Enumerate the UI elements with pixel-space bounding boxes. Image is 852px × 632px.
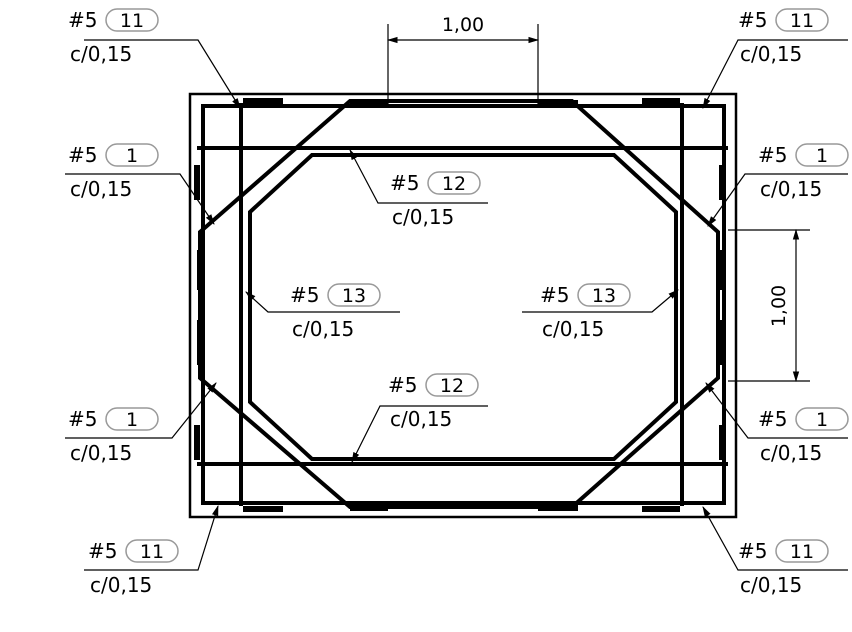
bar-size-label: #5 [390,171,419,195]
leader-line [702,39,848,109]
dimension-horizontal: 1,00 [386,14,540,104]
leader-line [245,291,400,313]
leader-line [702,506,848,571]
callout-right-lower: #5 1 c/0,15 [705,382,849,465]
bar-mark-pill [427,171,481,195]
bar-mark-pill [577,283,631,307]
bar-mark-pill [775,539,829,563]
dimension-vertical: 1,00 [728,228,810,383]
callout-inner-bottom: #5 12 c/0,15 [351,373,488,463]
bar-mark-number: 11 [140,541,164,563]
spacing-label: c/0,15 [70,42,132,66]
bar-size-label: #5 [68,8,97,32]
lap-splice-marks [194,98,725,512]
dimension-horizontal-text: 1,00 [442,14,484,36]
bar-mark-number: 12 [442,173,466,195]
bar-size-label: #5 [738,8,767,32]
bar-mark-pill [105,8,159,32]
callout-bottom-left: #5 11 c/0,15 [84,504,219,597]
bar-size-label: #5 [738,539,767,563]
spacing-label: c/0,15 [392,205,454,229]
bar-size-label: #5 [68,143,97,167]
bar-size-label: #5 [758,407,787,431]
leader-line [349,149,488,204]
spacing-label: c/0,15 [390,407,452,431]
bar-size-label: #5 [540,283,569,307]
bar-size-label: #5 [68,407,97,431]
bar-mark-number: 1 [816,145,828,167]
leader-line [65,382,217,439]
bar-mark-pill [795,407,849,431]
callout-inner-left: #5 13 c/0,15 [245,283,400,341]
bar-mark-number: 11 [790,10,814,32]
bar-mark-pill [425,373,479,397]
spacing-label: c/0,15 [70,177,132,201]
bar-mark-number: 1 [126,409,138,431]
bar-mark-number: 1 [126,145,138,167]
callout-inner-top: #5 12 c/0,15 [349,149,488,229]
bar-mark-pill [125,539,179,563]
concrete-outline [188,92,738,519]
outer-stirrup [201,104,726,505]
spacing-label: c/0,15 [740,573,802,597]
bar-size-label: #5 [88,539,117,563]
octagonal-tie-inner [248,153,678,461]
spacing-label: c/0,15 [760,177,822,201]
leader-line [522,289,679,313]
leader-line [707,173,848,227]
bar-size-label: #5 [758,143,787,167]
leader-line [84,39,241,109]
leader-line [705,382,848,439]
dimension-vertical-text: 1,00 [768,285,790,327]
bar-mark-pill [327,283,381,307]
bar-mark-number: 1 [816,409,828,431]
bar-mark-pill [105,407,159,431]
spacing-label: c/0,15 [740,42,802,66]
bar-mark-pill [795,143,849,167]
callout-right-upper: #5 1 c/0,15 [707,143,849,227]
bar-mark-number: 11 [120,10,144,32]
callout-left-upper: #5 1 c/0,15 [65,143,215,225]
leader-line [351,405,488,463]
spacing-label: c/0,15 [542,317,604,341]
spacing-label: c/0,15 [70,441,132,465]
leader-line [84,504,219,571]
bar-mark-number: 12 [440,375,464,397]
bar-size-label: #5 [290,283,319,307]
bar-size-label: #5 [388,373,417,397]
callout-bottom-right: #5 11 c/0,15 [702,506,848,597]
callout-top-left: #5 11 c/0,15 [68,8,241,109]
bar-mark-number: 13 [342,285,366,307]
bar-mark-pill [105,143,159,167]
spacing-label: c/0,15 [292,317,354,341]
callout-left-lower: #5 1 c/0,15 [65,382,217,465]
bar-mark-number: 11 [790,541,814,563]
leader-line [65,173,215,225]
callout-inner-right: #5 13 c/0,15 [522,283,679,341]
spacing-label: c/0,15 [760,441,822,465]
bar-mark-number: 13 [592,285,616,307]
octagonal-tie-outer [198,99,720,509]
callout-top-right: #5 11 c/0,15 [702,8,848,109]
bar-mark-pill [775,8,829,32]
spacing-label: c/0,15 [90,573,152,597]
